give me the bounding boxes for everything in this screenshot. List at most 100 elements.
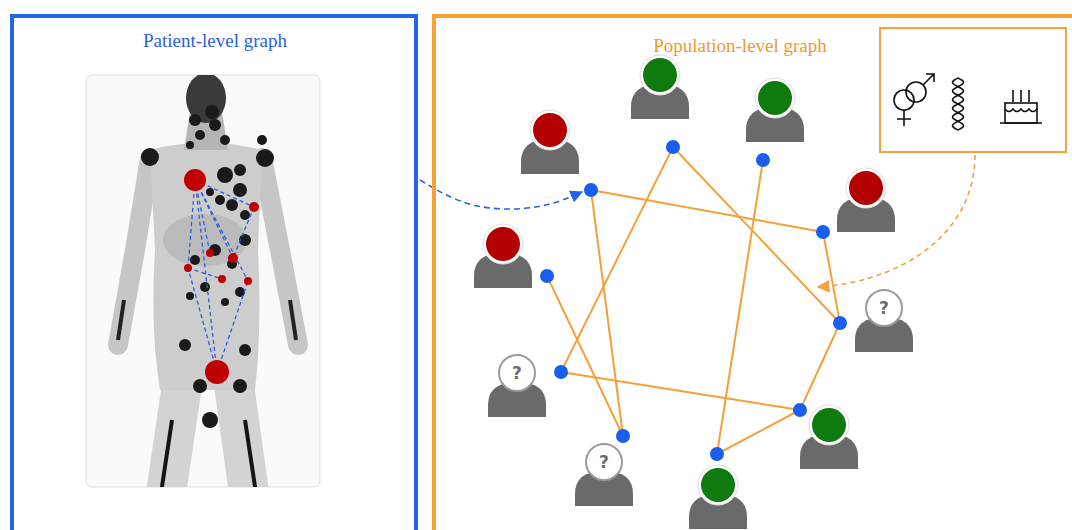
unknown-label: ? xyxy=(512,365,522,382)
lesion-node xyxy=(184,169,206,191)
population-edge xyxy=(800,323,840,410)
lesion-graph-edges xyxy=(188,180,254,372)
lesion-node xyxy=(206,249,214,257)
uptake-spot xyxy=(215,195,225,205)
uptake-spot xyxy=(200,282,210,292)
patient-head xyxy=(812,408,846,442)
pet-scan xyxy=(118,75,298,487)
dna-symbol xyxy=(953,78,964,130)
patient-head-ring xyxy=(483,224,523,264)
uptake-spot xyxy=(221,298,229,306)
phenotype-icons xyxy=(894,74,1042,130)
patient-graph-node xyxy=(540,269,554,283)
uptake-spot xyxy=(141,148,159,166)
unknown-label: ? xyxy=(879,300,889,317)
unknown-label: ? xyxy=(599,454,609,471)
lesion-node xyxy=(228,253,238,263)
lesion-edge xyxy=(233,207,254,258)
population-edge xyxy=(591,190,823,232)
phenotype-box xyxy=(880,28,1066,152)
lesion-node xyxy=(218,275,226,283)
patient-head xyxy=(758,81,792,115)
lesion-edge xyxy=(217,281,248,372)
lesion-edge xyxy=(195,180,248,281)
population-edge xyxy=(561,372,800,410)
lesion-node xyxy=(205,360,229,384)
uptake-spot xyxy=(193,379,207,393)
bone-streak xyxy=(160,420,172,487)
body-torso xyxy=(150,143,262,391)
uptake-spot xyxy=(205,105,219,119)
uptake-spot xyxy=(240,210,250,220)
patient-head xyxy=(701,468,735,502)
uptake-spot xyxy=(189,114,201,126)
patient-graph-node xyxy=(756,153,770,167)
patient-head xyxy=(849,171,883,205)
uptake-spot xyxy=(239,344,251,356)
unknown-patient-head: ? xyxy=(865,289,903,327)
population-edge xyxy=(591,190,623,436)
lesion-node xyxy=(244,277,252,285)
uptake-spot xyxy=(190,255,200,265)
population-edge xyxy=(561,147,673,372)
uptake-spot xyxy=(217,167,233,183)
population-edge xyxy=(717,160,763,454)
population-dots xyxy=(540,140,847,461)
body-arm xyxy=(118,158,150,345)
patient-graph-node xyxy=(816,225,830,239)
patient-head xyxy=(643,58,677,92)
uptake-spot xyxy=(220,135,230,145)
lesion-edge xyxy=(195,180,217,372)
patient-head-ring xyxy=(755,78,795,118)
patient-head xyxy=(486,227,520,261)
population-edge xyxy=(547,276,623,436)
bone-streak xyxy=(118,300,124,340)
patient-head-ring xyxy=(809,405,849,445)
lesion-node xyxy=(249,202,259,212)
patient-graph-node xyxy=(584,183,598,197)
patient-head-ring xyxy=(846,168,886,208)
body-leg xyxy=(165,385,182,487)
uptake-spot xyxy=(257,135,267,145)
lesion-edge xyxy=(188,180,195,268)
patients xyxy=(474,55,913,529)
population-edges xyxy=(547,147,840,454)
population-edge xyxy=(673,147,840,323)
uptake-spot xyxy=(256,149,274,167)
patient-graph-node xyxy=(666,140,680,154)
uptake-spot xyxy=(234,164,246,176)
cake-symbol xyxy=(1000,90,1042,123)
lesion-edge xyxy=(195,180,233,258)
sex-symbol xyxy=(897,74,934,126)
patient-graph-node xyxy=(793,403,807,417)
uptake-spot xyxy=(233,183,247,197)
population-edge xyxy=(823,232,840,323)
patient-head-ring xyxy=(640,55,680,95)
scan-background xyxy=(86,75,320,487)
graph-panel: Patient-level graph xyxy=(10,14,418,530)
unknown-patient-head: ? xyxy=(585,443,623,481)
uptake-spot xyxy=(195,130,205,140)
lesion-nodes xyxy=(184,169,259,384)
unknown-patient-head: ? xyxy=(498,354,536,392)
uptake-spots xyxy=(141,105,274,428)
graph-panel: Population-level graph??? xyxy=(432,14,1072,530)
uptake-spot xyxy=(206,188,214,196)
lesion-edge xyxy=(188,268,222,279)
liver xyxy=(163,214,247,266)
patient-graph-node xyxy=(833,316,847,330)
uptake-spot xyxy=(226,199,238,211)
bone-streak xyxy=(290,300,296,340)
cake-symbol xyxy=(1005,103,1037,123)
patient-graph-node xyxy=(554,365,568,379)
uptake-spot xyxy=(179,339,191,351)
lesion-node xyxy=(184,264,192,272)
uptake-spot xyxy=(209,119,221,131)
uptake-spot xyxy=(186,141,194,149)
body-arm xyxy=(262,158,298,345)
bone-streak xyxy=(245,420,257,487)
